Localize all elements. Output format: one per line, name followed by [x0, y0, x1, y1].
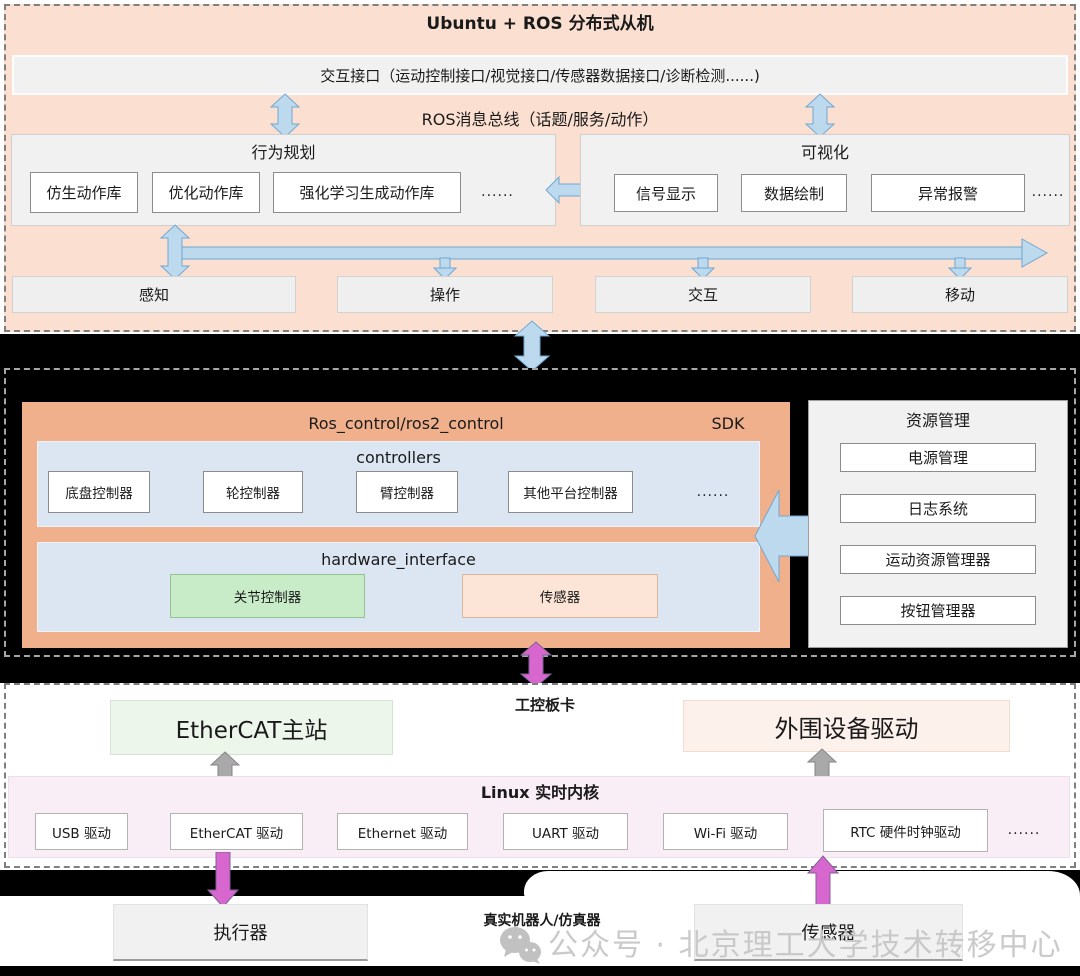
- hardware-interface-title: hardware_interface: [321, 549, 476, 569]
- bionic-action-lib-box: 仿生动作库: [30, 172, 138, 213]
- blue-double-arrow-left-icon: [270, 93, 300, 138]
- hw-sensor-box: 传感器: [462, 574, 658, 618]
- ros-control-title: Ros_control/ros2_control: [308, 413, 504, 433]
- power-manager-box: 电源管理: [840, 443, 1036, 472]
- board-label: 工控板卡: [514, 695, 575, 714]
- blue-double-arrow-right-icon: [805, 93, 835, 138]
- watermark-text: 公众号 · 北京理工大学技术转移中心: [548, 928, 1063, 963]
- capability-manipulation-box: 操作: [337, 276, 553, 313]
- drivers-ellipsis: ......: [1007, 822, 1041, 838]
- uart-driver-box: UART 驱动: [503, 813, 628, 850]
- controllers-title: controllers: [356, 447, 441, 467]
- actuator-box: 执行器: [113, 904, 368, 961]
- sensor-up-arrow-icon: [807, 855, 839, 911]
- signal-display-box: 信号显示: [614, 174, 718, 212]
- anomaly-alarm-box: 异常报警: [871, 174, 1025, 212]
- log-system-box: 日志系统: [840, 494, 1036, 523]
- optimized-action-lib-box: 优化动作库: [152, 172, 260, 213]
- top-section-title: Ubuntu + ROS 分布式从机: [426, 13, 654, 34]
- motion-resource-manager-box: 运动资源管理器: [840, 545, 1036, 574]
- arm-controller-box: 臂控制器: [356, 471, 458, 513]
- capability-mobility-box: 移动: [852, 276, 1068, 313]
- wifi-driver-box: Wi-Fi 驱动: [663, 813, 788, 850]
- visualization-title: 可视化: [800, 143, 849, 162]
- peripheral-driver-box: 外围设备驱动: [683, 700, 1010, 752]
- capability-interaction-box: 交互: [595, 276, 811, 313]
- actuator-down-arrow-icon: [207, 852, 239, 908]
- ethernet-driver-box: Ethernet 驱动: [337, 813, 468, 850]
- message-bus-arrow-icon: [159, 224, 1049, 280]
- wechat-icon: [500, 927, 541, 964]
- capability-perception-box: 感知: [12, 276, 296, 313]
- controllers-ellipsis: ......: [696, 484, 730, 500]
- real-robot-label: 真实机器人/仿真器: [483, 913, 601, 929]
- middle-bottom-connector-arrow-icon: [520, 641, 552, 688]
- resource-manager-title: 资源管理: [905, 411, 970, 430]
- wheel-controller-box: 轮控制器: [203, 471, 303, 513]
- rtc-driver-box: RTC 硬件时钟驱动: [823, 809, 988, 852]
- data-plot-box: 数据绘制: [741, 174, 847, 212]
- linux-kernel-title: Linux 实时内核: [480, 783, 600, 802]
- rl-action-lib-box: 强化学习生成动作库: [273, 172, 461, 213]
- sensor-box: 传感器: [694, 904, 963, 961]
- button-manager-box: 按钮管理器: [840, 596, 1036, 625]
- usb-driver-box: USB 驱动: [35, 813, 128, 850]
- ethercat-master-box: EtherCAT主站: [110, 700, 393, 755]
- ros-message-bus-label: ROS消息总线（话题/服务/动作）: [421, 110, 659, 129]
- behavior-ellipsis: ......: [481, 184, 514, 200]
- interaction-interface-bar: 交互接口（运动控制接口/视觉接口/传感器数据接口/诊断检测......): [12, 55, 1068, 95]
- chassis-controller-box: 底盘控制器: [48, 471, 150, 513]
- black-band-bottom: [0, 966, 1080, 976]
- behavior-planning-title: 行为规划: [251, 143, 316, 162]
- watermark-background-blob: [524, 871, 1080, 898]
- ethercat-driver-box: EtherCAT 驱动: [170, 813, 303, 850]
- other-platform-controller-box: 其他平台控制器: [508, 471, 633, 513]
- top-middle-connector-arrow-icon: [514, 320, 550, 372]
- sdk-label: SDK: [711, 413, 745, 433]
- visualization-ellipsis: ......: [1031, 184, 1065, 200]
- joint-controller-box: 关节控制器: [170, 574, 365, 618]
